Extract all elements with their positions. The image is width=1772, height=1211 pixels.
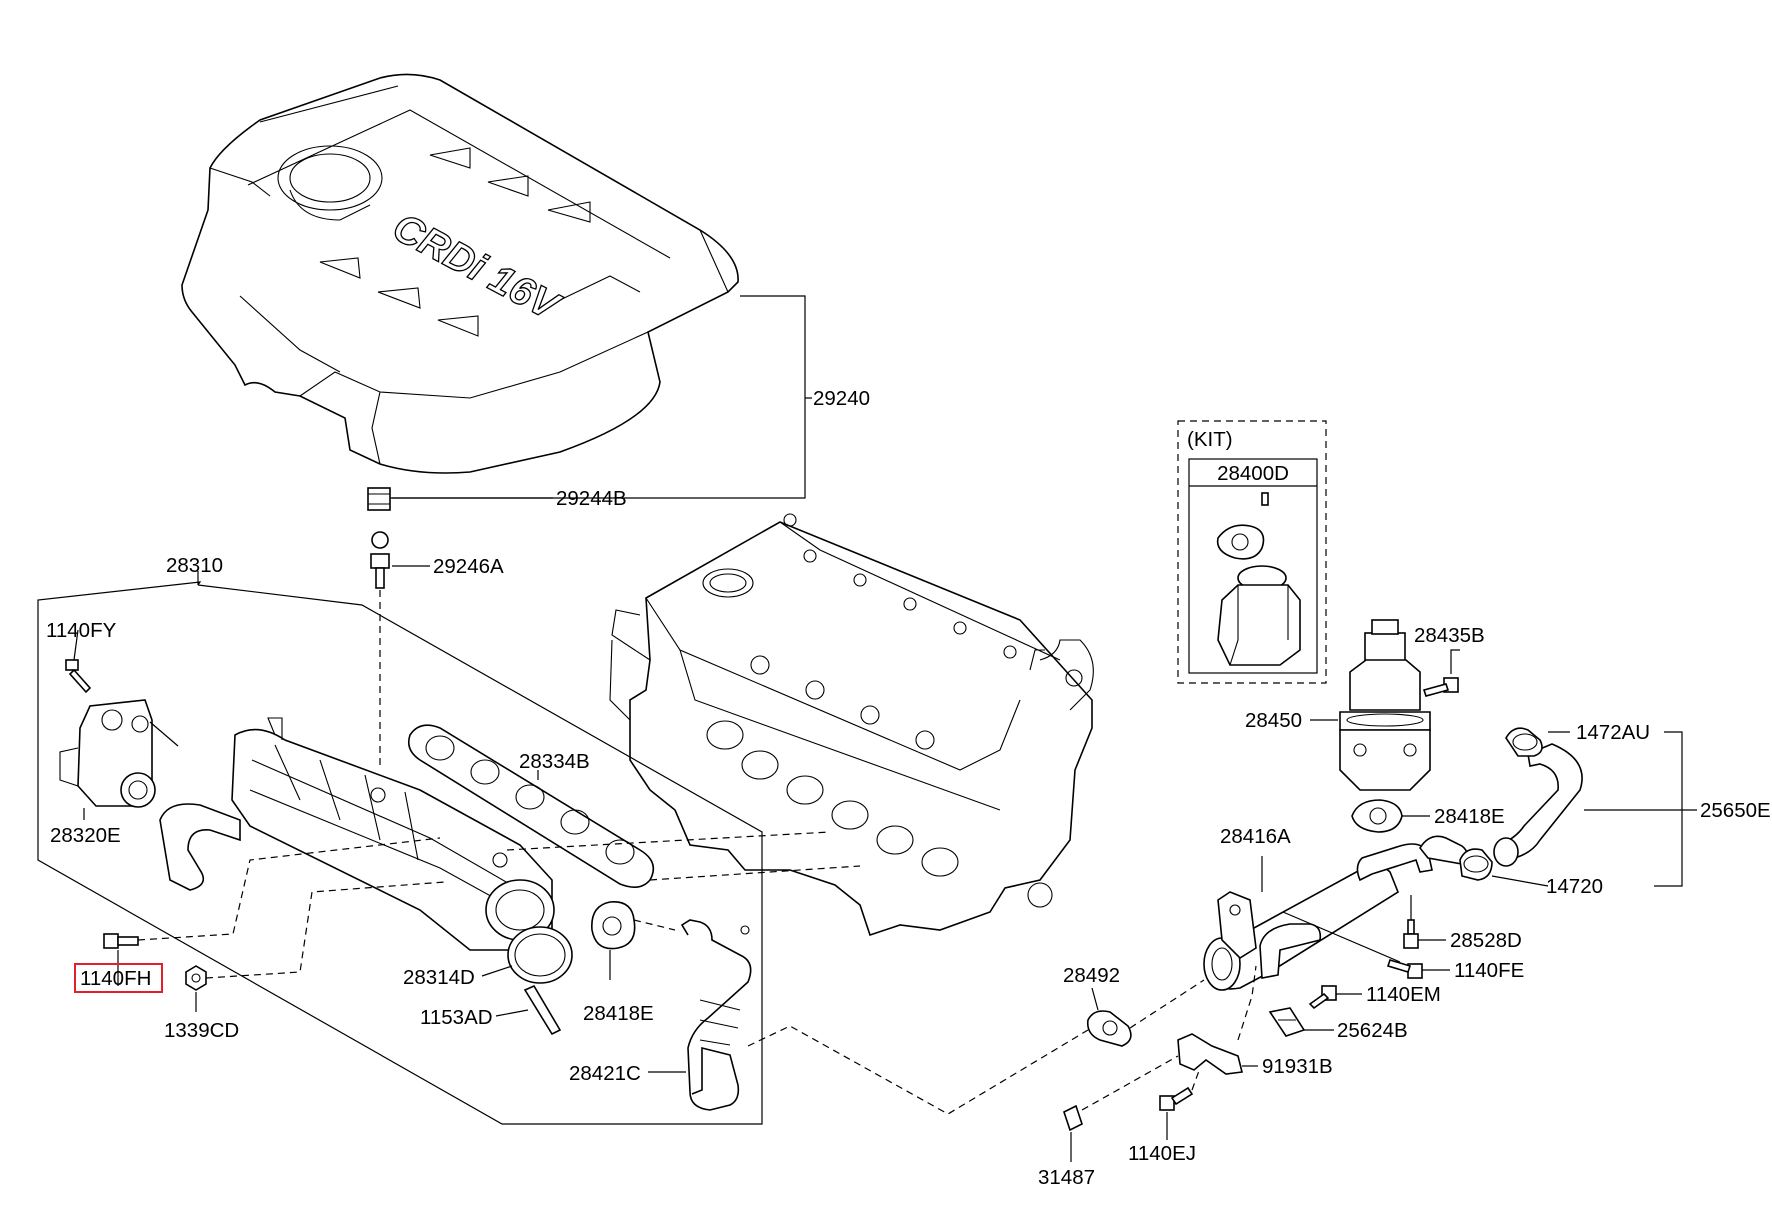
leader-14720 <box>1491 875 1549 887</box>
label-28421C: 28421C <box>569 1062 641 1085</box>
label-28314D: 28314D <box>403 966 475 989</box>
leader-gasket-head-1 <box>506 831 831 851</box>
label-29240: 29240 <box>813 387 870 410</box>
label-1339CD: 1339CD <box>164 1019 239 1042</box>
label-28416A: 28416A <box>1220 825 1291 848</box>
bolt-1140FE <box>1386 959 1423 979</box>
egr-pipe-28421C <box>680 919 752 1111</box>
kit-part-number: 28400D <box>1217 462 1289 485</box>
highlight-1140FH <box>74 963 163 993</box>
label-29246A: 29246A <box>433 555 504 578</box>
label-28418E-left: 28418E <box>583 1002 654 1025</box>
bolt-1140EJ <box>1159 1086 1194 1111</box>
leader-28435B <box>1450 649 1460 674</box>
gasket-28492 <box>1086 1010 1132 1047</box>
label-28492: 28492 <box>1063 964 1120 987</box>
bolt-1140FH <box>103 933 139 949</box>
leader-91931B-to-cooler <box>1237 965 1257 1041</box>
bolt-1140FY <box>65 659 92 694</box>
label-28435B: 28435B <box>1414 624 1485 647</box>
label-1153AD: 1153AD <box>420 1006 493 1029</box>
water-hose <box>1493 743 1583 867</box>
label-1140FH: 1140FH <box>80 967 151 990</box>
gasket-28418E-right <box>1351 799 1403 833</box>
label-25624B: 25624B <box>1337 1019 1408 1042</box>
label-29244B: 29244B <box>556 487 627 510</box>
leader-1140EJ-to-bracket <box>1191 1067 1201 1091</box>
label-28528D: 28528D <box>1450 929 1522 952</box>
label-28320E: 28320E <box>50 824 121 847</box>
leader-1339CD-path <box>205 881 446 979</box>
hose-clamp-1472AU <box>1505 727 1543 757</box>
gasket-28418E-left <box>591 901 636 950</box>
bolt-28435B <box>1422 677 1459 697</box>
leader-1140FY <box>73 629 79 661</box>
leader-28314D <box>481 965 513 977</box>
cylinder-head <box>609 513 1094 937</box>
nut-1339CD <box>185 965 207 991</box>
plate-31487 <box>1063 1104 1083 1132</box>
inlet-tube <box>159 803 241 891</box>
bracket-91931B <box>1177 1033 1243 1075</box>
leader-29240 <box>390 295 812 499</box>
label-28310: 28310 <box>166 554 223 577</box>
bolt-28528D <box>1403 919 1419 949</box>
label-25650E: 25650E <box>1700 799 1771 822</box>
label-1140FY: 1140FY <box>46 619 117 642</box>
engine-cover: CRDi 16V <box>181 73 739 474</box>
label-1140EJ: 1140EJ <box>1128 1142 1196 1165</box>
label-14720: 14720 <box>1546 875 1603 898</box>
egr-actuator <box>59 699 179 808</box>
label-1140EM: 1140EM <box>1366 983 1441 1006</box>
leader-gasket28418-pipe <box>633 919 676 931</box>
ring-gasket-28314D <box>507 926 573 984</box>
ball-stud <box>370 531 390 589</box>
leader-31487-to-bracket <box>1081 1055 1179 1111</box>
label-91931B: 91931B <box>1262 1055 1333 1078</box>
leader-1153AD <box>495 1009 529 1017</box>
egr-cooler-28416A <box>1203 835 1468 991</box>
kit-heading: (KIT) <box>1187 428 1233 451</box>
leader-pipe-to-gasket <box>747 1025 1089 1115</box>
leader-25650E <box>1584 731 1697 887</box>
egr-valve-28450 <box>1339 619 1431 791</box>
leader-1140FE-line <box>1282 911 1401 963</box>
hose-clamp-14720 <box>1459 848 1493 881</box>
bolt-1140EM <box>1308 985 1337 1010</box>
label-28334B: 28334B <box>519 750 590 773</box>
label-1140FE: 1140FE <box>1454 959 1524 982</box>
cover-grommet <box>367 487 391 511</box>
leader-28492 <box>1091 987 1099 1011</box>
bracket-25624B <box>1268 1007 1306 1037</box>
egr-cooler-assembly <box>231 717 555 951</box>
stud-1153AD <box>523 984 562 1036</box>
label-1472AU: 1472AU <box>1576 721 1650 744</box>
label-28418E-right: 28418E <box>1434 805 1505 828</box>
leader-1140FH-path <box>137 837 441 941</box>
kit-egr-valve <box>1216 492 1301 666</box>
leader-28492-to-cooler <box>1129 979 1205 1029</box>
label-28450: 28450 <box>1245 709 1302 732</box>
group-28310-boundary <box>37 571 763 1125</box>
kit-box: (KIT) 28400D <box>1177 420 1327 684</box>
part-labels: 29240 29244B 29246A 28310 1140FY 28320E … <box>46 387 1771 1189</box>
label-31487: 31487 <box>1038 1166 1095 1189</box>
